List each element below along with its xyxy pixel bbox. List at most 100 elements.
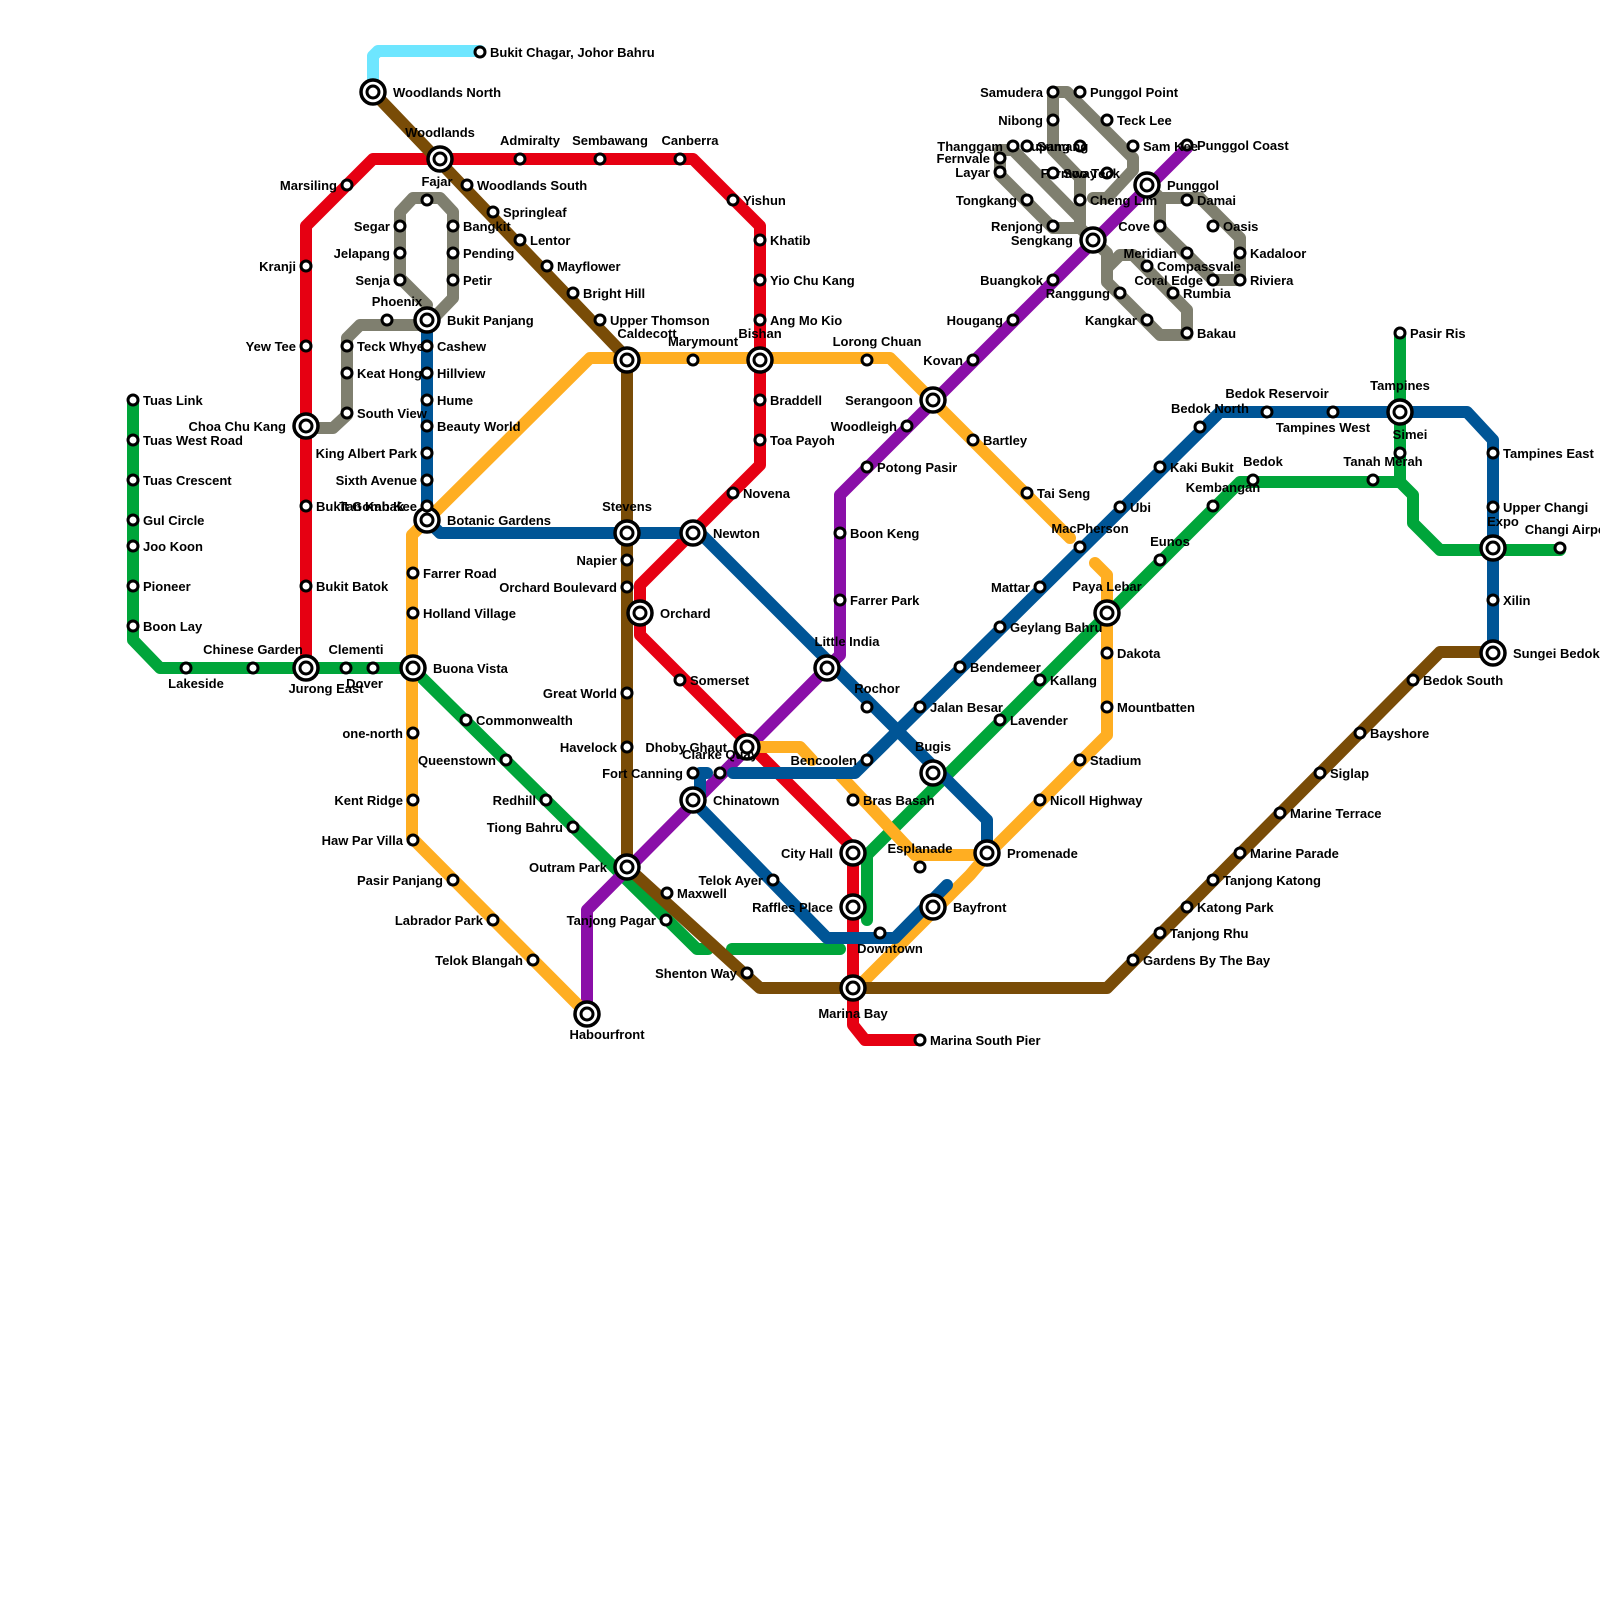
station-dover[interactable]: Dover <box>346 661 383 691</box>
station-stadium[interactable]: Stadium <box>1073 753 1141 768</box>
station-renjong[interactable]: Renjong <box>991 219 1060 234</box>
station-potong-pasir[interactable]: Potong Pasir <box>860 460 957 475</box>
station-chinatown[interactable]: Chinatown <box>679 786 779 814</box>
station-woodlands-south[interactable]: Woodlands South <box>460 178 587 193</box>
station-segar[interactable]: Segar <box>354 219 407 234</box>
station-braddell[interactable]: Braddell <box>753 393 822 408</box>
station-nibong[interactable]: Nibong <box>998 113 1060 128</box>
station-boon-lay[interactable]: Boon Lay <box>126 619 203 634</box>
station-tongkang[interactable]: Tongkang <box>956 193 1034 208</box>
station-keat-hong[interactable]: Keat Hong <box>340 366 422 381</box>
station-lakeside[interactable]: Lakeside <box>168 661 224 691</box>
station-kallang[interactable]: Kallang <box>1033 673 1097 688</box>
station-bedok-south[interactable]: Bedok South <box>1406 673 1503 688</box>
station-mountbatten[interactable]: Mountbatten <box>1100 700 1195 715</box>
station-cove[interactable]: Cove <box>1118 219 1167 234</box>
station-newton[interactable]: Newton <box>679 519 760 547</box>
station-sixth-avenue[interactable]: Sixth Avenue <box>336 473 434 488</box>
station-layar[interactable]: Layar <box>955 165 1007 180</box>
station-rochor[interactable]: Rochor <box>854 681 900 714</box>
station-simei[interactable]: Simei <box>1393 427 1428 460</box>
station-jelapang[interactable]: Jelapang <box>334 246 407 261</box>
station-tampines[interactable]: Tampines <box>1370 378 1430 426</box>
station-little-india[interactable]: Little India <box>813 634 881 682</box>
station-tampines-east[interactable]: Tampines East <box>1486 446 1594 461</box>
station-bishan[interactable]: Bishan <box>738 326 782 374</box>
station-tuas-west-road[interactable]: Tuas West Road <box>126 433 243 448</box>
station-botanic-gardens[interactable]: Botanic Gardens <box>413 506 551 534</box>
station-commonwealth[interactable]: Commonwealth <box>459 713 573 728</box>
station-sungei-bedok[interactable]: Sungei Bedok <box>1479 639 1600 667</box>
station-marine-terrace[interactable]: Marine Terrace <box>1273 806 1382 821</box>
station-tuas-crescent[interactable]: Tuas Crescent <box>126 473 232 488</box>
station-siglap[interactable]: Siglap <box>1313 766 1369 781</box>
station-bedok[interactable]: Bedok <box>1243 454 1284 487</box>
station-marymount[interactable]: Marymount <box>668 334 739 367</box>
station-thanggam[interactable]: Thanggam <box>937 139 1020 154</box>
station-dhoby-ghaut[interactable]: Dhoby Ghaut <box>645 733 761 761</box>
station-nicoll-highway[interactable]: Nicoll Highway <box>1033 793 1143 808</box>
station-sembawang[interactable]: Sembawang <box>572 133 648 166</box>
station-kadaloor[interactable]: Kadaloor <box>1233 246 1306 261</box>
station-boon-keng[interactable]: Boon Keng <box>833 526 919 541</box>
station-gul-circle[interactable]: Gul Circle <box>126 513 204 528</box>
station-sam-kee[interactable]: Sam Kee <box>1126 139 1198 154</box>
station-hume[interactable]: Hume <box>420 393 473 408</box>
station-sumang[interactable]: Sumang <box>1020 139 1088 154</box>
station-marina-bay[interactable]: Marina Bay <box>818 974 888 1021</box>
station-lentor[interactable]: Lentor <box>513 233 570 248</box>
station-clarke-quay[interactable]: Clarke Quay <box>682 747 759 780</box>
station-sengkang[interactable]: Sengkang <box>1011 226 1107 254</box>
station-raffles-place[interactable]: Raffles Place <box>752 893 867 921</box>
station-yew-tee[interactable]: Yew Tee <box>246 339 313 354</box>
station-chinese-garden[interactable]: Chinese Garden <box>203 642 303 675</box>
station-canberra[interactable]: Canberra <box>661 133 719 166</box>
station-outram-park[interactable]: Outram Park <box>529 853 641 881</box>
station-punggol[interactable]: Punggol <box>1133 171 1219 199</box>
station-kembangan[interactable]: Kembangan <box>1186 480 1260 513</box>
station-ang-mo-kio[interactable]: Ang Mo Kio <box>753 313 842 328</box>
station-phoenix[interactable]: Phoenix <box>372 294 423 327</box>
station-hougang[interactable]: Hougang <box>947 313 1020 328</box>
station-petir[interactable]: Petir <box>446 273 492 288</box>
station-kent-ridge[interactable]: Kent Ridge <box>334 793 420 808</box>
station-choa-chu-kang[interactable]: Choa Chu Kang <box>189 412 320 440</box>
station-bukit-chagar[interactable]: Bukit Chagar, Johor Bahru <box>473 45 655 60</box>
station-kaki-bukit[interactable]: Kaki Bukit <box>1153 460 1234 475</box>
station-tai-seng[interactable]: Tai Seng <box>1020 486 1090 501</box>
station-pioneer[interactable]: Pioneer <box>126 579 191 594</box>
station-beauty-world[interactable]: Beauty World <box>420 419 521 434</box>
station-tan-kah-kee[interactable]: Tan Kah Kee <box>339 499 434 514</box>
station-telok-blangah[interactable]: Telok Blangah <box>435 953 540 968</box>
station-somerset[interactable]: Somerset <box>673 673 750 688</box>
station-meridian[interactable]: Meridian <box>1124 246 1194 261</box>
station-farrer-park[interactable]: Farrer Park <box>833 593 920 608</box>
station-yishun[interactable]: Yishun <box>726 193 786 208</box>
station-queenstown[interactable]: Queenstown <box>418 753 513 768</box>
station-eunos[interactable]: Eunos <box>1150 534 1190 567</box>
station-downtown[interactable]: Downtown <box>857 926 923 956</box>
station-paya-lebar[interactable]: Paya Lebar <box>1072 579 1142 627</box>
station-marsiling[interactable]: Marsiling <box>280 178 354 193</box>
station-kupang[interactable]: Kupang <box>1022 139 1087 154</box>
station-kranji[interactable]: Kranji <box>259 259 313 274</box>
station-xilin[interactable]: Xilin <box>1486 593 1531 608</box>
station-bakau[interactable]: Bakau <box>1180 326 1236 341</box>
station-napier[interactable]: Napier <box>577 553 634 568</box>
station-punggol-point[interactable]: Punggol Point <box>1073 85 1179 100</box>
station-oasis[interactable]: Oasis <box>1206 219 1258 234</box>
station-bartley[interactable]: Bartley <box>966 433 1028 448</box>
station-city-hall[interactable]: City Hall <box>781 839 867 867</box>
station-bendemeer[interactable]: Bendemeer <box>953 660 1041 675</box>
station-upper-changi[interactable]: Upper Changi <box>1486 500 1588 515</box>
station-bangkit[interactable]: Bangkit <box>446 219 511 234</box>
station-tiong-bahru[interactable]: Tiong Bahru <box>487 820 580 835</box>
station-yio-chu-kang[interactable]: Yio Chu Kang <box>753 273 855 288</box>
station-woodlands-north[interactable]: Woodlands North <box>359 78 501 106</box>
station-fajar[interactable]: Fajar <box>420 174 453 207</box>
station-fort-canning[interactable]: Fort Canning <box>602 766 700 781</box>
station-maxwell[interactable]: Maxwell <box>660 886 727 901</box>
station-havelock[interactable]: Havelock <box>560 740 634 755</box>
station-serangoon[interactable]: Serangoon <box>845 386 947 414</box>
station-dakota[interactable]: Dakota <box>1100 646 1161 661</box>
